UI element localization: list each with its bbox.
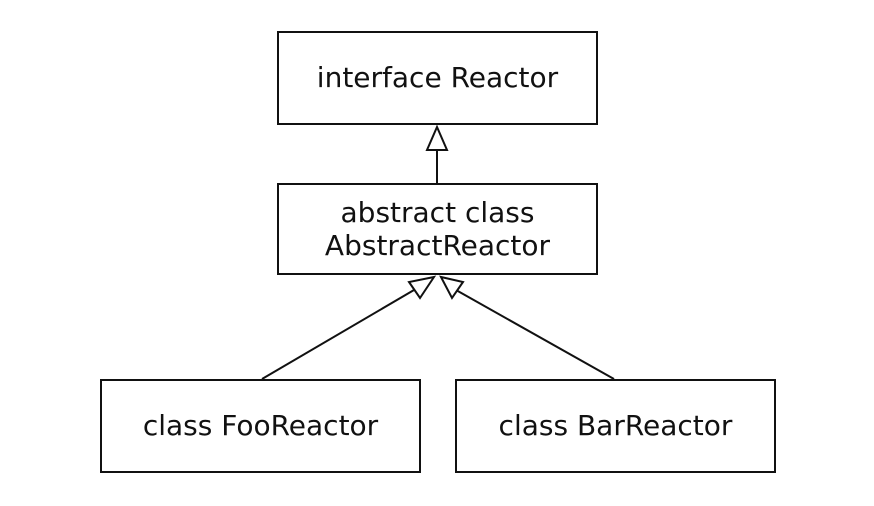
edge-foo-to-abstract [261,289,415,380]
edge-bar-to-abstract [455,289,615,380]
inheritance-arrowhead-icon [439,275,465,300]
bar-reactor-box: class BarReactor [455,379,776,473]
interface-reactor-label: interface Reactor [316,61,559,95]
abstract-reactor-label-line1: abstract class [340,195,535,229]
inheritance-arrowhead-icon [425,124,449,151]
bar-reactor-label: class BarReactor [498,409,733,443]
foo-reactor-box: class FooReactor [100,379,421,473]
abstract-reactor-label-line2: AbstractReactor [324,229,551,262]
interface-reactor-box: interface Reactor [277,31,598,125]
foo-reactor-label: class FooReactor [142,409,379,443]
inheritance-arrowhead-icon [407,275,437,300]
abstract-reactor-box: abstract class AbstractReactor [277,183,598,275]
